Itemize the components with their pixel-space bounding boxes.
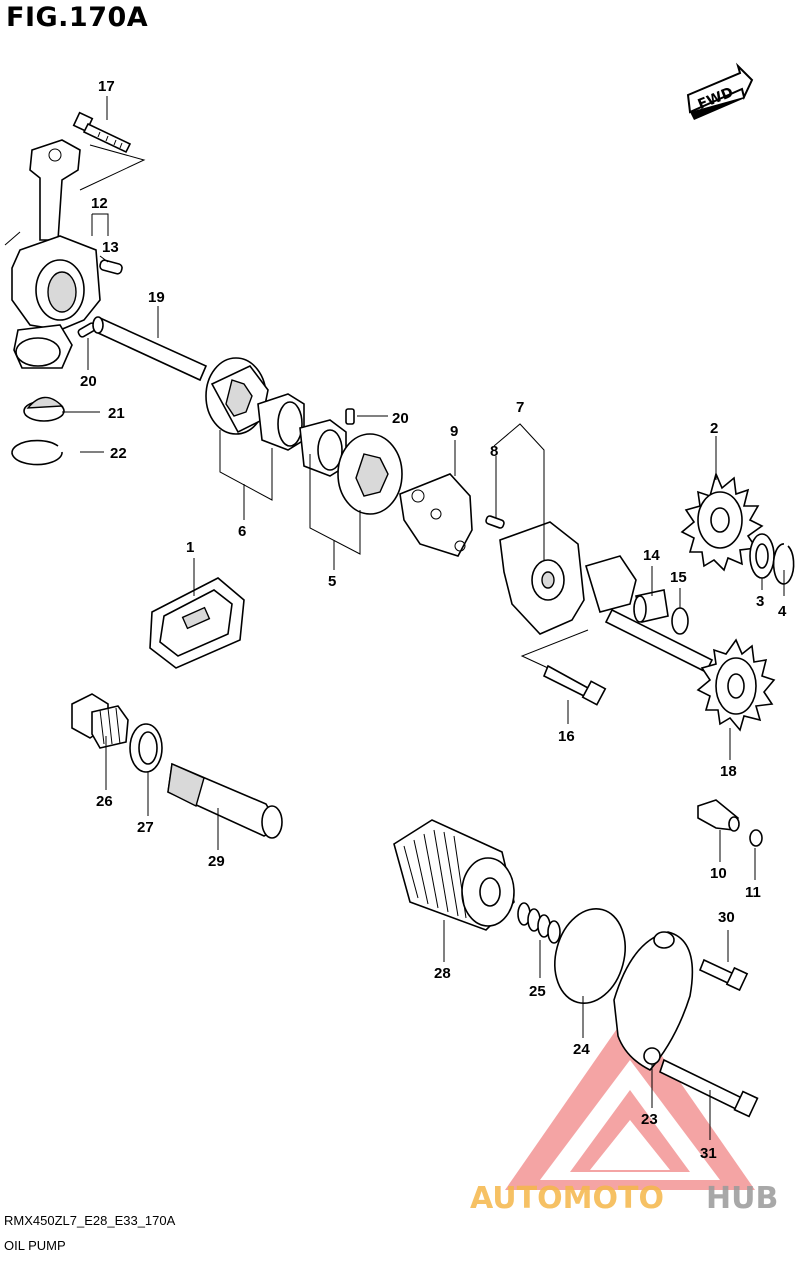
callout-31: 31 [700,1145,717,1162]
outer-rotor-6 [205,357,269,435]
circlip-4 [772,543,795,585]
oil-pump-housing [11,139,123,369]
callout-18: 18 [720,763,737,780]
callout-24: 24 [573,1041,590,1058]
diagram-caption: OIL PUMP [4,1238,66,1253]
callout-labels: 17 12 13 19 20 21 20 22 9 7 8 2 6 1 14 1… [80,78,787,1162]
oil-filter-28 [393,819,515,931]
callout-20a: 20 [80,373,97,390]
callout-1: 1 [186,539,194,556]
outer-rotor-5 [337,433,403,515]
fitting-10 [697,799,740,832]
bolt-17 [72,111,132,154]
callout-15: 15 [670,569,687,586]
pump-shaft-19 [92,316,208,382]
gear-18 [696,638,776,732]
callout-30: 30 [718,909,735,926]
watermark-brand: AUTOMOTO HUB [470,1181,778,1216]
watermark-brand-a: AUTOMOTO [470,1181,664,1216]
pin-8 [485,515,505,529]
washer-3 [749,533,775,579]
o-ring-24 [554,908,626,1004]
watermark-brand-b: HUB [706,1181,778,1216]
callout-2: 2 [710,420,718,437]
plug-26 [71,693,129,749]
callout-29: 29 [208,853,225,870]
callout-12: 12 [91,195,108,212]
figure-title: FIG.170A [6,2,149,33]
inner-rotor-6 [257,393,305,451]
callout-21: 21 [108,405,125,422]
callout-13: 13 [102,239,119,256]
gasket-1 [149,577,245,669]
callout-27: 27 [137,819,154,836]
gear-shaft [604,608,714,674]
bolt-31 [659,1058,759,1118]
callout-23: 23 [641,1111,658,1128]
callout-8: 8 [490,443,498,460]
pump-case-7 [499,521,637,635]
o-ring-11 [749,829,763,847]
callout-14: 14 [643,547,660,564]
watermark-triangle [505,1010,755,1190]
collar-14 [633,589,669,623]
callout-20b: 20 [392,410,409,427]
callout-16: 16 [558,728,575,745]
model-code: RMX450ZL7_E28_E33_170A [4,1213,176,1228]
callout-7: 7 [516,399,524,416]
gear-2 [680,471,764,572]
callout-22: 22 [110,445,127,462]
plate-9 [399,473,473,557]
washer-27 [129,723,163,773]
pin-20 [345,408,355,425]
filter-cover-23 [613,931,694,1071]
callout-5: 5 [328,573,336,590]
callout-26: 26 [96,793,113,810]
strainer-21 [23,396,65,422]
bolt-30 [698,958,749,992]
callout-25: 25 [529,983,546,1000]
spring-25 [517,902,561,944]
callout-11: 11 [745,884,761,901]
screen-29 [167,762,283,839]
callout-9: 9 [450,423,458,440]
callout-6: 6 [238,523,246,540]
bolt-16 [542,664,607,706]
callout-17: 17 [98,78,115,95]
callout-4: 4 [778,603,787,620]
inner-rotor-5 [299,419,347,477]
callout-10: 10 [710,865,727,882]
circlip-22 [11,439,63,466]
callout-3: 3 [756,593,764,610]
callout-28: 28 [434,965,451,982]
o-ring-15 [671,607,689,635]
fwd-direction-badge: FWD [686,62,754,120]
callout-19: 19 [148,289,165,306]
leader-lines [4,96,785,1140]
